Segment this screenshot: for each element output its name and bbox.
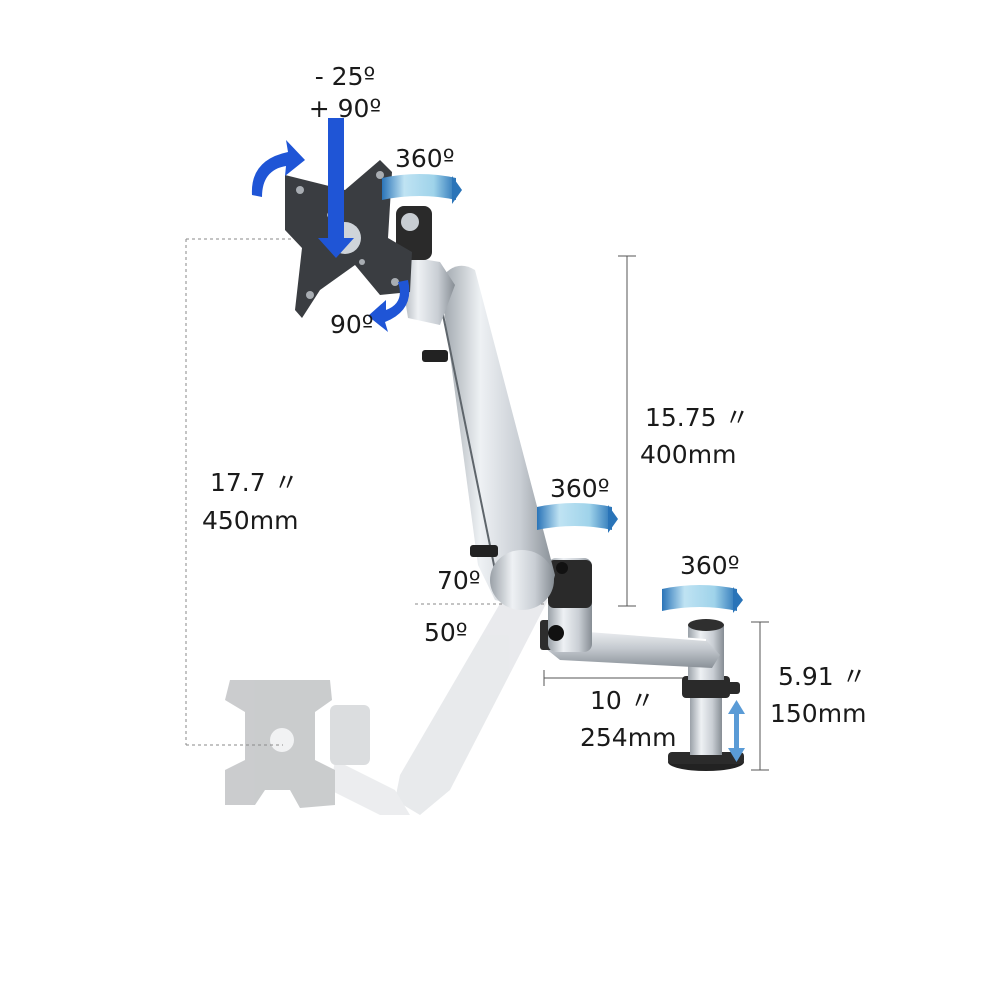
desk-clamp-base [668, 752, 744, 764]
elbow-swivel-icon [537, 503, 618, 533]
pole-collar [682, 676, 730, 698]
ghost-tilt-head [330, 705, 370, 765]
tilt-range-label-top: - 25º [314, 62, 376, 91]
upper-arm-length-mm: 400mm [640, 440, 737, 469]
upper-arm-length-inches: 15.75 〃 [645, 403, 750, 432]
base-swivel-label: 360º [680, 551, 740, 580]
ghost-arm-position [225, 595, 548, 815]
upper-arm [422, 265, 555, 610]
pole-height-mm: 150mm [770, 699, 867, 728]
height-range-inches: 17.7 〃 [210, 468, 299, 497]
ghost-vesa-plate [225, 680, 335, 808]
tilt-head [396, 206, 455, 325]
head-rotate-label: 90º [330, 310, 374, 339]
tilt-arrow-icon [318, 118, 354, 258]
upward-angle-label: 70º [437, 566, 481, 595]
motion-arrows [251, 118, 410, 332]
swivel-indicators [382, 174, 745, 762]
lower-arm-length-inches: 10 〃 [590, 686, 655, 715]
downward-angle-label: 50º [424, 618, 468, 647]
base-swivel-icon [662, 585, 743, 613]
rotate-90-arrow-icon [368, 280, 410, 332]
rotate-arrow-icon [251, 140, 305, 197]
height-range-mm: 450mm [202, 506, 299, 535]
head-swivel-icon [382, 174, 462, 204]
height-adjust-arrow-icon [728, 700, 745, 762]
tilt-range-label-bottom: + 90º [308, 94, 382, 123]
pole-height-inches: 5.91 〃 [778, 662, 867, 691]
lower-arm-length-mm: 254mm [580, 723, 677, 752]
head-swivel-label: 360º [395, 144, 455, 173]
elbow-swivel-label: 360º [550, 474, 610, 503]
elbow-joint [548, 558, 592, 652]
